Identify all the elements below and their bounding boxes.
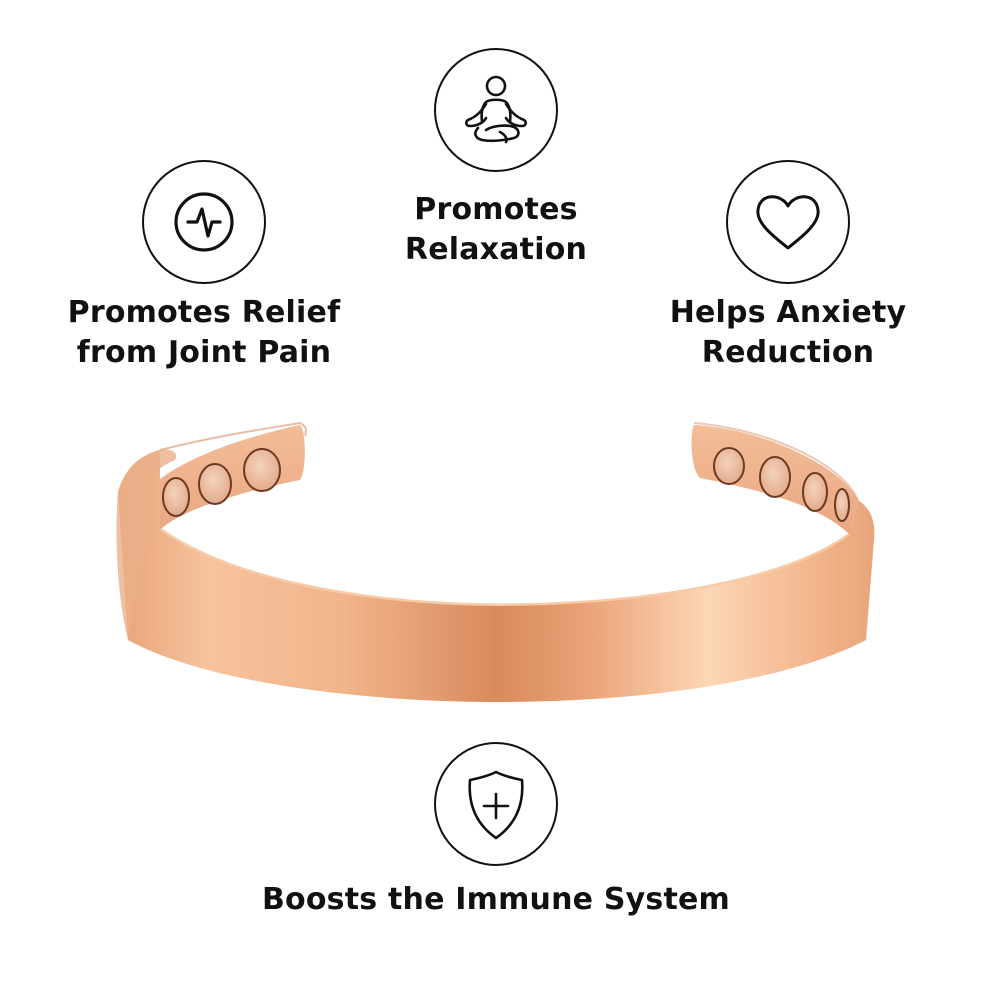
icon-circle xyxy=(142,160,266,284)
feature-title: Boosts the Immune System xyxy=(261,882,731,917)
feature-immune: Boosts the Immune System xyxy=(262,742,730,920)
feature-anxiety: Helps Anxiety Reduction xyxy=(670,160,906,373)
feature-title: Promotes Relief from Joint Pain xyxy=(67,295,341,370)
feature-joint-pain: Promotes Relief from Joint Pain xyxy=(68,160,340,373)
icon-circle xyxy=(434,742,558,866)
icon-circle xyxy=(726,160,850,284)
shield-plus-icon xyxy=(468,770,524,840)
feature-title: Promotes Relaxation xyxy=(404,192,588,267)
feature-relaxation: Promotes Relaxation xyxy=(405,48,587,270)
pulse-heartbeat-icon xyxy=(174,192,234,252)
feature-title: Helps Anxiety Reduction xyxy=(669,295,907,370)
icon-circle xyxy=(434,48,558,172)
meditation-person-icon xyxy=(464,75,528,144)
heart-outline-icon xyxy=(756,195,820,250)
